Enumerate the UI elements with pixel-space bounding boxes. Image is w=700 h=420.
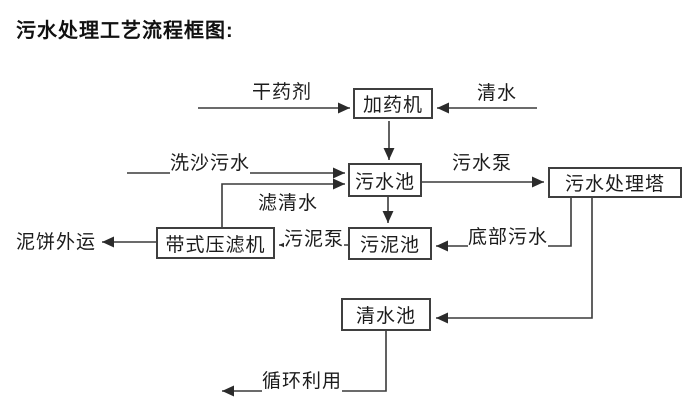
node-sewage-pool: 污水池 (348, 163, 422, 197)
label-filtered-water: 滤清水 (258, 188, 319, 215)
node-dosing-machine: 加药机 (353, 88, 433, 119)
label-bottom-sewage: 底部污水 (468, 222, 549, 249)
label-clean-water: 清水 (477, 78, 518, 105)
node-clean-water-pool: 清水池 (341, 298, 431, 331)
label-recycle: 循环利用 (262, 366, 343, 393)
page-title: 污水处理工艺流程框图: (16, 20, 234, 42)
label-sludge-pump: 污泥泵 (284, 224, 345, 251)
label-sewage-pump: 污水泵 (452, 148, 513, 175)
edge-tower-to-clean-pool-arrow (436, 198, 593, 324)
label-sand-washing-sewage: 洗沙污水 (170, 148, 251, 175)
edge-filtered-water-arrow (221, 178, 345, 227)
node-belt-filter-press: 带式压滤机 (156, 227, 275, 259)
label-mud-cake-out: 泥饼外运 (16, 227, 97, 254)
label-dry-agent: 干药剂 (252, 77, 313, 104)
node-sludge-pool: 污泥池 (348, 227, 432, 260)
node-treatment-tower: 污水处理塔 (548, 167, 682, 198)
